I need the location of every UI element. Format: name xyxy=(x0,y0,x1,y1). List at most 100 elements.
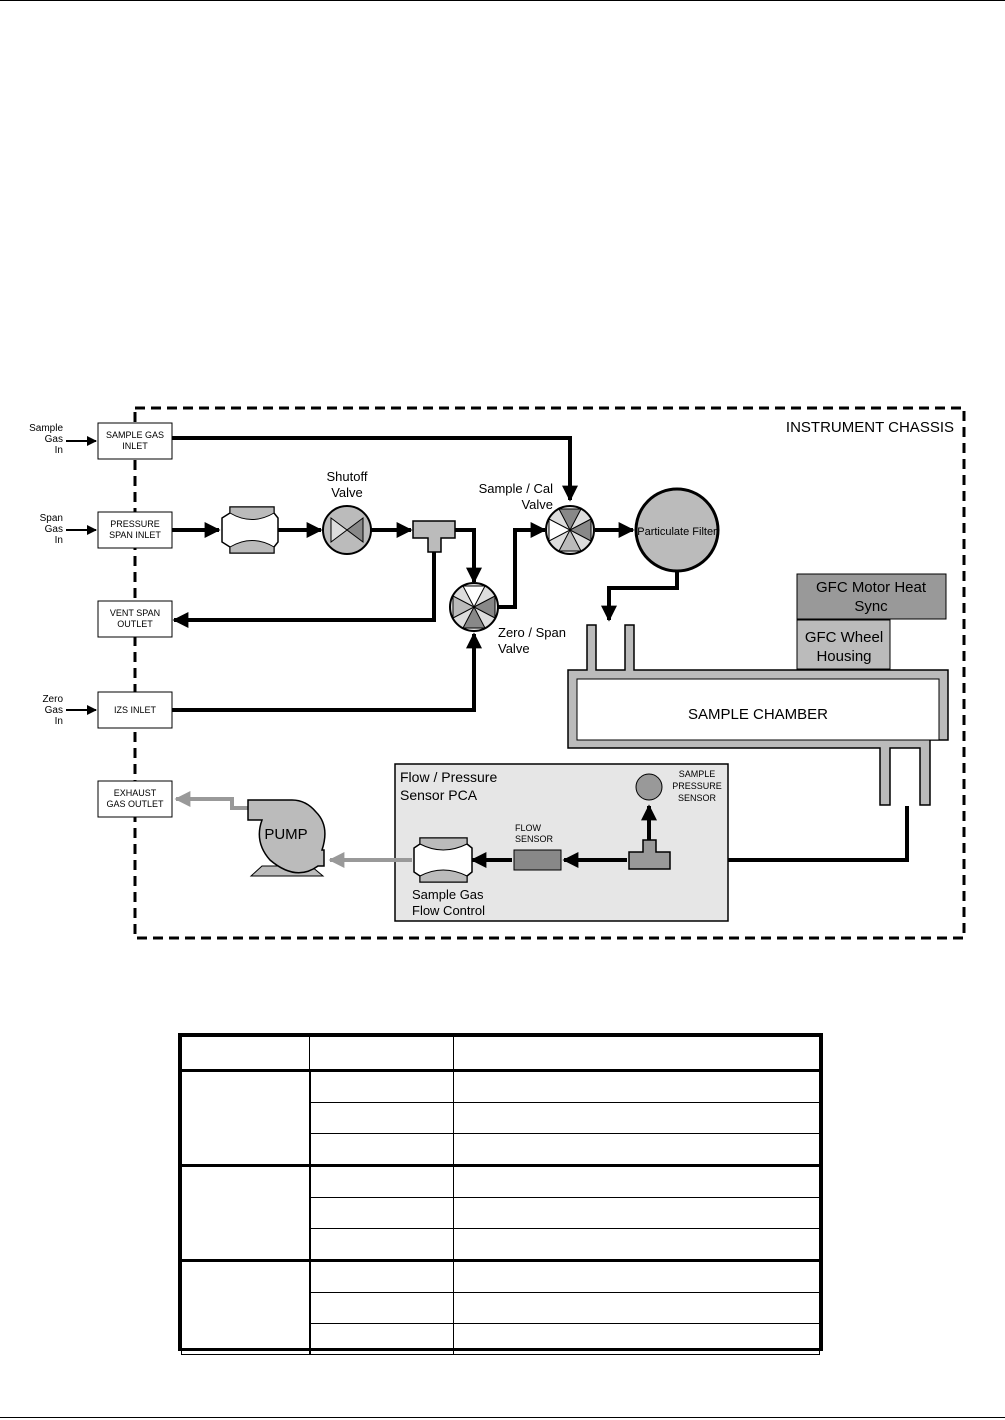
table-cell xyxy=(453,1259,820,1293)
table-cell xyxy=(309,1197,454,1229)
table-cell xyxy=(309,1070,454,1103)
table-cell xyxy=(453,1070,820,1103)
flow-orifice xyxy=(221,506,279,554)
svg-text:Span: Span xyxy=(40,513,63,524)
pca-tee-fitting xyxy=(628,839,671,870)
svg-text:Sample: Sample xyxy=(29,423,63,434)
svg-text:GAS OUTLET: GAS OUTLET xyxy=(106,799,164,809)
tee-fitting xyxy=(412,520,456,553)
svg-text:Sync: Sync xyxy=(854,598,888,615)
top-rule xyxy=(0,0,1005,1)
table-cell xyxy=(453,1036,820,1072)
svg-text:Gas: Gas xyxy=(45,434,63,445)
sample-gas-in-label: Sample Gas In xyxy=(29,423,63,456)
svg-text:PRESSURE: PRESSURE xyxy=(110,519,160,529)
svg-text:VENT SPAN: VENT SPAN xyxy=(110,608,160,618)
sample-gas-inlet-box: SAMPLE GAS INLET xyxy=(97,422,173,460)
sample-pressure-sensor xyxy=(635,773,663,801)
zero-span-to-cal-line xyxy=(497,522,547,609)
svg-text:INLET: INLET xyxy=(122,441,148,451)
svg-text:PRESSURE: PRESSURE xyxy=(672,781,722,791)
filter-to-chamber-line xyxy=(601,570,679,622)
svg-text:IZS INLET: IZS INLET xyxy=(114,705,157,715)
shutoff-valve xyxy=(322,505,372,555)
table-cell xyxy=(309,1323,454,1355)
particulate-filter: Particulate Filter xyxy=(634,487,720,573)
svg-text:SAMPLE GAS: SAMPLE GAS xyxy=(106,430,164,440)
table-cell xyxy=(453,1228,820,1261)
vent-span-outlet-box: VENT SPAN OUTLET xyxy=(97,600,173,638)
shutoff-valve-label: Shutoff Valve xyxy=(327,469,368,500)
vent-line xyxy=(172,540,436,628)
svg-text:Flow / Pressure: Flow / Pressure xyxy=(400,769,497,785)
svg-text:EXHAUST: EXHAUST xyxy=(114,788,157,798)
chassis-label: INSTRUMENT CHASSIS xyxy=(786,419,954,436)
pump: PUMP xyxy=(247,799,326,877)
table-cell xyxy=(453,1164,820,1198)
sample-line xyxy=(172,436,578,502)
svg-text:SENSOR: SENSOR xyxy=(678,793,717,803)
zero-span-valve-label: Zero / Span Valve xyxy=(498,625,566,656)
svg-text:SAMPLE: SAMPLE xyxy=(679,769,716,779)
table-cell xyxy=(453,1133,820,1166)
svg-text:Gas: Gas xyxy=(45,705,63,716)
svg-text:Valve: Valve xyxy=(521,497,553,512)
svg-text:Particulate Filter: Particulate Filter xyxy=(637,526,717,538)
table-cell xyxy=(453,1197,820,1229)
table-cell xyxy=(309,1259,454,1293)
svg-text:Sample / Cal: Sample / Cal xyxy=(479,481,554,496)
zero-gas-in-label: Zero Gas In xyxy=(42,694,63,727)
svg-text:Flow Control: Flow Control xyxy=(412,903,485,918)
svg-text:SPAN INLET: SPAN INLET xyxy=(109,530,161,540)
table-cell xyxy=(181,1259,311,1355)
svg-text:SENSOR: SENSOR xyxy=(515,834,554,844)
table-cell xyxy=(309,1036,454,1072)
izs-inlet-box: IZS INLET xyxy=(97,691,173,729)
svg-text:GFC Motor Heat: GFC Motor Heat xyxy=(816,579,927,596)
table-cell xyxy=(453,1292,820,1324)
svg-text:FLOW: FLOW xyxy=(515,823,542,833)
svg-text:Shutoff: Shutoff xyxy=(327,469,368,484)
svg-text:Sensor PCA: Sensor PCA xyxy=(400,787,478,803)
table-cell xyxy=(181,1036,310,1072)
svg-text:In: In xyxy=(55,445,63,456)
table-row xyxy=(182,1102,820,1134)
sample-gas-flow-control xyxy=(413,837,473,883)
table-row xyxy=(182,1323,820,1355)
data-table-grid xyxy=(181,1036,820,1355)
data-table xyxy=(178,1033,823,1355)
table-cell xyxy=(453,1323,820,1355)
gfc-wheel-housing: GFC Wheel Housing xyxy=(796,619,891,670)
chamber-to-pca-line xyxy=(670,806,909,868)
svg-text:OUTLET: OUTLET xyxy=(117,619,153,629)
sample-chamber-label: SAMPLE CHAMBER xyxy=(688,706,828,723)
gfc-motor-heat-sync: GFC Motor Heat Sync xyxy=(796,573,947,620)
svg-text:Gas: Gas xyxy=(45,524,63,535)
table-row xyxy=(182,1292,820,1324)
table-cell xyxy=(309,1133,454,1166)
bottom-rule xyxy=(0,1417,1005,1418)
svg-text:PUMP: PUMP xyxy=(264,826,307,843)
svg-text:Sample Gas: Sample Gas xyxy=(412,887,484,902)
table-row xyxy=(181,1259,820,1355)
flow-sensor xyxy=(513,849,562,871)
sample-gas-flow-control-label: Sample Gas Flow Control xyxy=(412,887,485,918)
table-cell xyxy=(309,1228,454,1261)
flow-sensor-label: FLOW SENSOR xyxy=(515,823,554,844)
pca-label: Flow / Pressure Sensor PCA xyxy=(400,769,497,803)
gas-flow-diagram: INSTRUMENT CHASSIS Sample Gas In Span Ga… xyxy=(29,406,966,940)
pump-to-exhaust-line xyxy=(174,791,248,810)
table-cell xyxy=(309,1102,454,1134)
sample-pressure-sensor-label: SAMPLE PRESSURE SENSOR xyxy=(672,769,722,803)
sample-cal-valve-label: Sample / Cal Valve xyxy=(479,481,554,512)
sample-cal-valve xyxy=(545,505,595,555)
table-row xyxy=(182,1133,820,1166)
exhaust-gas-outlet-box: EXHAUST GAS OUTLET xyxy=(97,780,173,818)
table-row xyxy=(181,1070,820,1166)
svg-text:In: In xyxy=(55,716,63,727)
pressure-span-inlet-box: PRESSURE SPAN INLET xyxy=(97,511,173,549)
table-cell xyxy=(453,1102,820,1134)
table-cell xyxy=(181,1164,311,1261)
table-cell xyxy=(309,1164,454,1198)
tee-to-zero-span-line xyxy=(455,528,482,584)
